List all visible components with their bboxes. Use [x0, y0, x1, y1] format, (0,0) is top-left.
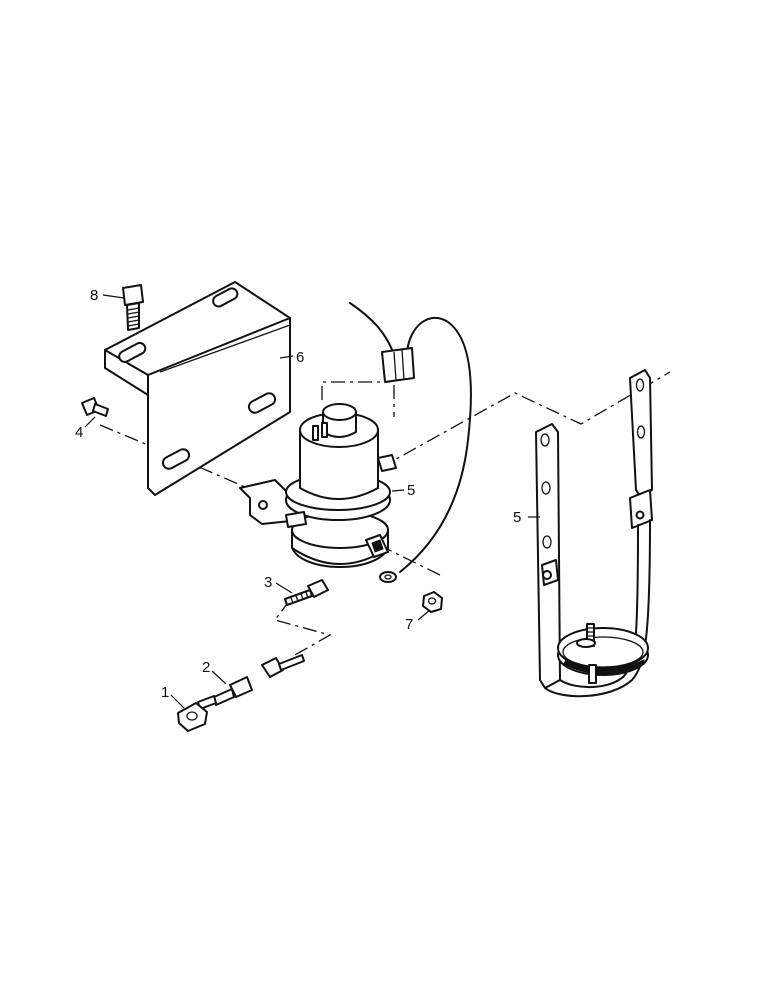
callout-6: 6 — [296, 349, 304, 366]
wire-harness-part — [349, 302, 472, 583]
wire-connector-block — [381, 347, 415, 383]
callout-5-bracket: 5 — [513, 509, 521, 526]
callout-labels: 8 6 4 5 3 7 2 1 5 — [75, 287, 521, 701]
callout-2: 2 — [202, 659, 210, 676]
callout-5-pump: 5 — [407, 482, 415, 499]
slot-hole — [247, 392, 277, 414]
nut-fitting-part — [177, 702, 208, 732]
adapter-fitting-part — [284, 579, 329, 606]
ring-terminal — [379, 571, 397, 583]
callout-7: 7 — [405, 616, 413, 633]
union-fitting-part — [197, 654, 305, 710]
nut-part — [422, 591, 443, 613]
slot-hole — [161, 448, 191, 470]
small-screw-part — [81, 397, 109, 417]
callout-4: 4 — [75, 424, 83, 441]
callout-3: 3 — [264, 574, 272, 591]
slot-hole — [212, 287, 239, 308]
callout-1: 1 — [161, 684, 169, 701]
callout-leaders — [84, 294, 540, 709]
bracket-plate-part — [104, 281, 291, 496]
strap-bracket-part — [535, 369, 653, 698]
slot-hole — [118, 341, 147, 363]
bolt-part — [122, 284, 144, 331]
fuel-pump-part — [239, 403, 397, 568]
callout-8: 8 — [90, 287, 98, 304]
